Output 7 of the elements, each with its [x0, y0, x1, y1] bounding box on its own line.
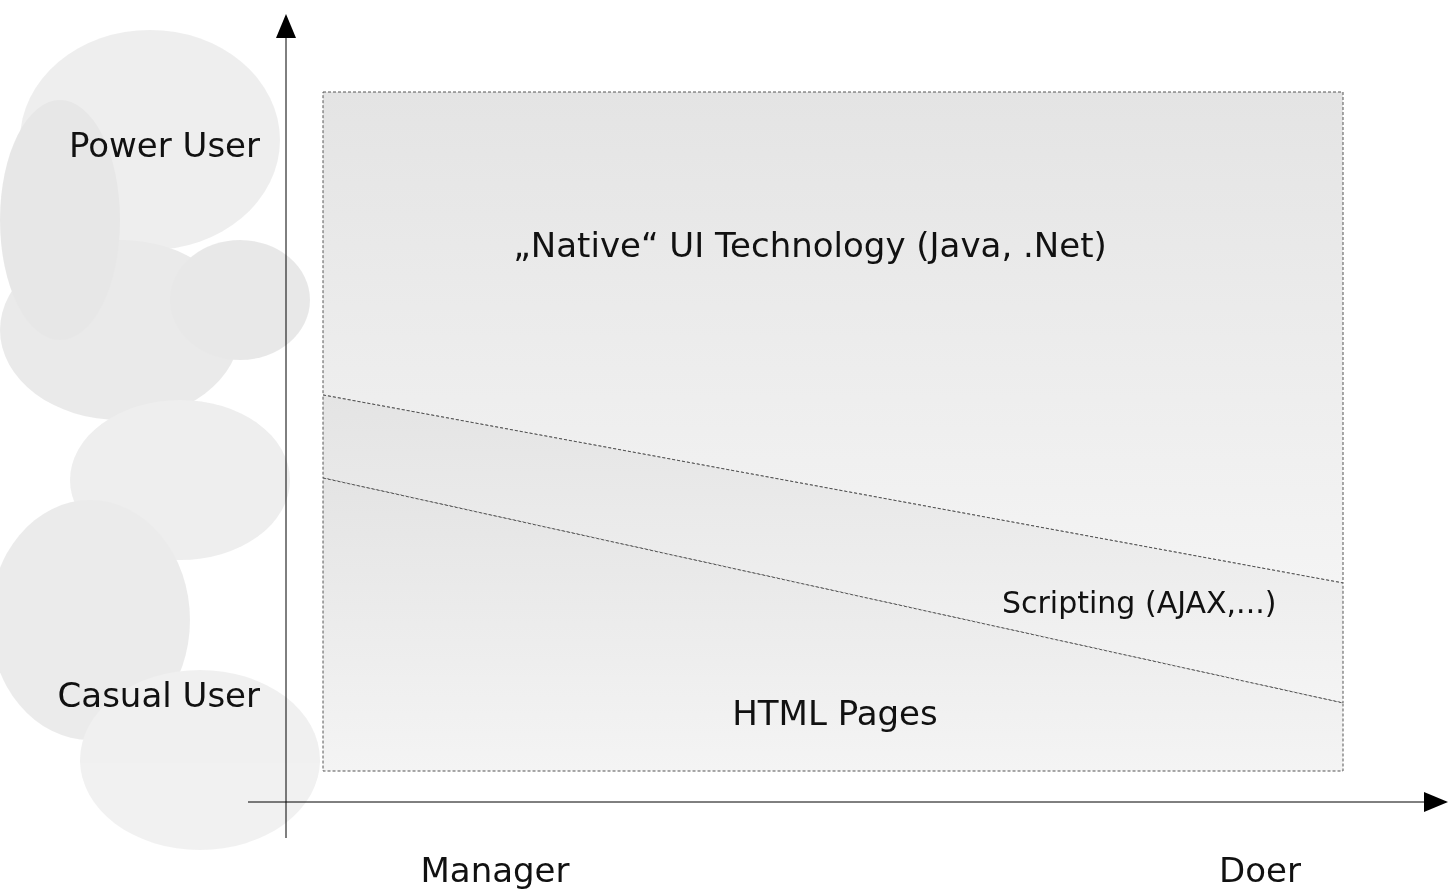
axis-label: Power User — [68, 125, 260, 165]
axis-label: Casual User — [57, 675, 260, 715]
axis-label: Doer — [1219, 850, 1301, 890]
axis-label: Manager — [420, 850, 570, 890]
region-label: „Native“ UI Technology (Java, .Net) — [512, 224, 1108, 267]
region-label: HTML Pages — [731, 692, 939, 735]
region-label: Scripting (AJAX,...) — [1002, 587, 1278, 619]
